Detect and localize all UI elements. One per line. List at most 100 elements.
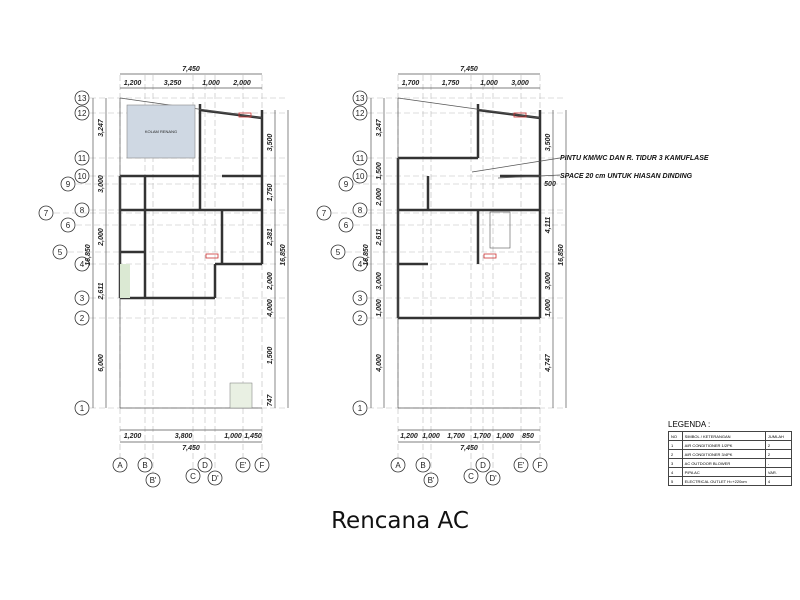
grid-bubble [254,457,270,473]
dimension-label: 1,000 [224,433,242,440]
grid-bubble [207,470,223,486]
legend-no: 5 [668,476,683,486]
grid-bubble [137,457,153,473]
dimension-label: 16,850 [280,244,287,266]
grid-bubble [338,176,354,192]
legend-qty: - [764,458,793,468]
dimension-label: 2,611 [376,228,383,246]
dimension-label: 1,000 [202,80,220,87]
leader-line [471,157,561,173]
grid-row-label: 2 [80,314,85,323]
grid-row-label: 3 [358,294,363,303]
stair-area [229,382,253,409]
grid-bubble [74,168,90,184]
dimension-label: 7,450 [182,66,200,73]
grid-bubble [74,400,90,416]
dimension-label: 1,500 [267,347,274,365]
legend-qty: 4 [764,476,793,486]
grid-col-label: F [538,461,543,470]
legend-qty: 2 [764,449,793,459]
legend-header: JUMLAH [764,431,793,441]
grid-bubble [475,457,491,473]
dimension-label: 4,000 [376,354,383,373]
dimension-label: 850 [522,433,534,440]
grid-bubble [52,244,68,260]
grid-bubble [197,457,213,473]
grid-col-label: D' [211,474,219,483]
dimension-label: 2,000 [232,80,251,87]
grid-bubble [74,150,90,166]
grid-bubble [423,472,439,488]
dimension-label: 500 [544,181,556,188]
grid-col-label: B' [150,476,157,485]
grid-bubble [352,290,368,306]
grid-row-label: 6 [344,221,349,230]
grid-bubble [390,457,406,473]
grid-col-label: A [117,461,123,470]
grid-bubble [352,256,368,272]
grid-bubble [532,457,548,473]
grid-col-label: B [142,461,147,470]
grid-row-label: 12 [78,109,87,118]
grid-col-label: D [480,461,486,470]
dimension-label: 1,700 [402,80,420,87]
grid-row-label: 9 [344,180,349,189]
grid-bubble [38,205,54,221]
dimension-label: 1,700 [473,433,491,440]
grid-bubble [112,457,128,473]
grid-col-label: C [190,472,196,481]
grid-bubble [485,470,501,486]
ac-unit-icon [205,253,219,259]
dimension-label: 1,750 [267,184,274,202]
dimension-label: 747 [267,394,274,407]
grid-row-label: 2 [358,314,363,323]
dimension-label: 1,000 [480,80,498,87]
legend-qty: VAR. [764,467,793,477]
grid-bubble [352,310,368,326]
dimension-label: 2,000 [376,188,383,207]
ac-unit-icon [483,253,497,259]
grid-bubble [60,217,76,233]
legend-no: 2 [668,449,683,459]
grid-col-label: D [202,461,208,470]
ac-unit-icon [513,112,527,118]
grid-row-label: 11 [356,154,365,163]
dimension-label: 4,111 [545,217,552,235]
dimension-label: 1,000 [496,433,514,440]
dimension-label: 3,000 [376,272,383,290]
grid-row-label: 8 [80,206,85,215]
grid-col-label: F [260,461,265,470]
dimension-label: 2,611 [98,282,105,300]
dimension-label: 1,000 [545,299,552,317]
grid-col-label: C [468,472,474,481]
grid-bubble [74,90,90,106]
legend-title: LEGENDA : [668,420,711,429]
grid-row-label: 6 [66,221,71,230]
dimension-label: 7,450 [182,445,200,452]
dimension-label: 2,000 [98,228,105,247]
drawing-title: Rencana AC [331,508,469,534]
grid-bubble [338,217,354,233]
dimension-label: 1,450 [244,433,262,440]
grid-row-label: 12 [356,109,365,118]
grid-row-label: 7 [44,209,49,218]
grid-col-label: D' [489,474,497,483]
grid-row-label: 3 [80,294,85,303]
grid-bubble [415,457,431,473]
grid-row-label: 5 [336,248,341,257]
grid-bubble [330,244,346,260]
grid-bubble [513,457,529,473]
dimension-label: 4,747 [545,353,552,373]
legend-desc: AIR CONDITIONER 3/4PK [681,449,766,459]
dimension-label: 6,000 [98,354,105,372]
roof-edge [397,97,541,119]
dimension-label: 3,000 [511,80,529,87]
grid-bubble [352,168,368,184]
grid-bubble [352,150,368,166]
room-label: KOLAM RENANG [145,129,177,134]
grid-row-label: 11 [78,154,87,163]
